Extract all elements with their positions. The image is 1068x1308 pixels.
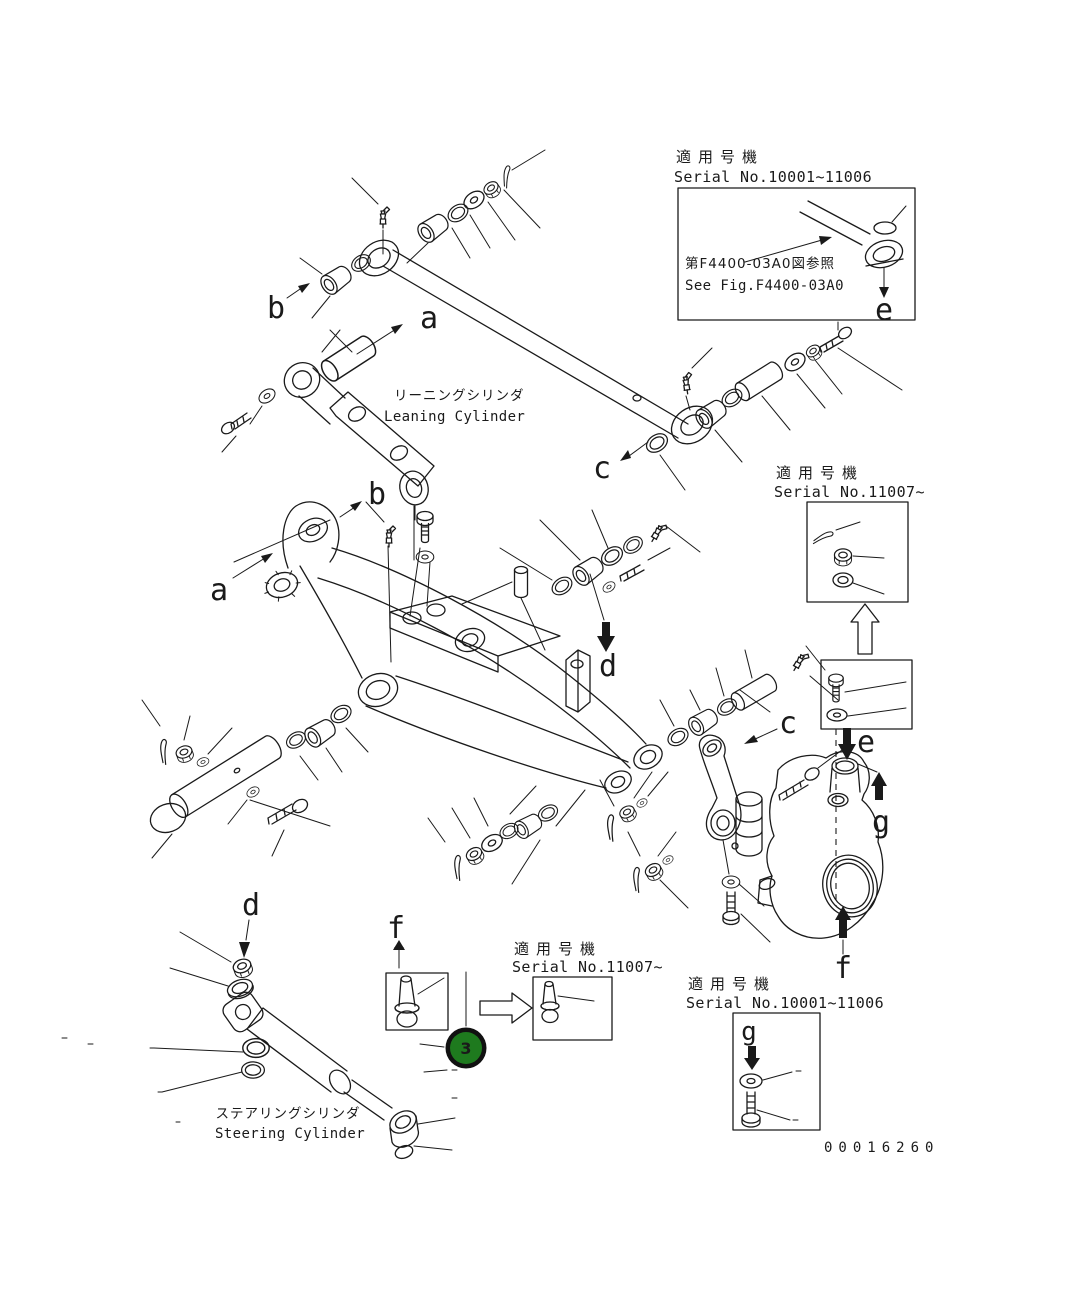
marker-label: d [599, 649, 617, 684]
ball-stud-new [540, 980, 595, 1024]
marker-d-bottom: d [239, 888, 260, 958]
marker-label: c [593, 451, 611, 486]
callout-mid-right: 適用号機 Serial No.11007~ [774, 464, 925, 730]
callout-title: 適用号機 [688, 975, 776, 993]
callout-serial: Serial No.10001~11006 [674, 168, 872, 186]
leaning-cylinder-label-jp: リーニングシリンダ [394, 388, 525, 404]
ball-stud-parts: f [385, 911, 467, 1099]
promote-arrow-up [850, 603, 880, 655]
part-number-badge[interactable]: 3 [445, 1027, 487, 1069]
marker-label: f [387, 911, 405, 946]
marker-b-mid: b [233, 477, 386, 563]
jump-arrow-right [479, 992, 533, 1024]
marker-d-mid: d [589, 573, 617, 684]
callout-serial: Serial No.11007~ [512, 958, 663, 976]
marker-c-top: c [593, 441, 649, 486]
leaning-cylinder-label-en: Leaning Cylinder [384, 409, 525, 425]
callout-top-right: 適用号機 Serial No.10001~11006 第F4400-03A0図参… [674, 148, 916, 331]
marker-label: c [779, 706, 797, 741]
callout-title: 適用号機 [676, 148, 764, 166]
badge-circle [450, 1032, 482, 1064]
marker-label: e [875, 293, 893, 328]
pivot-pin-parts [141, 699, 369, 859]
callout-bottom-right: 適用号機 Serial No.10001~11006 g [686, 975, 884, 1131]
marker-e-right: e [838, 725, 875, 760]
figure-number: 00016260 [824, 1140, 939, 1156]
knuckle-bore [822, 854, 878, 918]
marker-label: e [857, 725, 875, 760]
pivot-pin [169, 735, 282, 819]
marker-c-right: c [739, 689, 797, 744]
callout-serial: Serial No.10001~11006 [686, 994, 884, 1012]
marker-a-top: a [356, 301, 438, 355]
badge-number: 3 [460, 1039, 471, 1058]
callout-title: 適用号機 [776, 464, 864, 482]
leaning-cylinder: リーニングシリンダ Leaning Cylinder [220, 329, 525, 561]
marker-label: b [368, 477, 386, 512]
callout-title: 適用号機 [514, 940, 602, 958]
steering-cylinder-label-en: Steering Cylinder [215, 1126, 365, 1142]
steering-knuckle [757, 729, 884, 939]
tie-rod-end [799, 200, 907, 269]
marker-a-mid: a [210, 553, 273, 608]
marker-g-right: g [857, 763, 890, 840]
ball-stud [394, 975, 445, 1028]
front-axle-frame [264, 501, 839, 794]
marker-f-knuckle: f [834, 906, 852, 986]
kingpin-small-parts [427, 771, 689, 909]
callout-serial: Serial No.11007~ [774, 483, 925, 501]
marker-label: a [210, 573, 228, 608]
steering-arm [698, 734, 851, 943]
callout-ref-jp: 第F4400-03A0図参照 [685, 255, 835, 272]
marker-label: a [420, 301, 438, 336]
marker-label: g [872, 805, 890, 840]
marker-label: d [242, 888, 260, 923]
marker-label: g [741, 1017, 757, 1047]
callout-ref-en: See Fig.F4400-03A0 [685, 278, 844, 294]
steering-cylinder: ステアリングシリンダ Steering Cylinder [61, 931, 456, 1160]
tie-rod-assembly [299, 149, 903, 491]
marker-b-top: b [267, 283, 310, 326]
steering-cylinder-label-jp: ステアリングシリンダ [216, 1106, 361, 1122]
marker-label: f [834, 951, 852, 986]
star-washer [264, 570, 301, 602]
callout-bottom-mid: 適用号機 Serial No.11007~ [512, 940, 663, 1041]
marker-label: b [267, 291, 285, 326]
